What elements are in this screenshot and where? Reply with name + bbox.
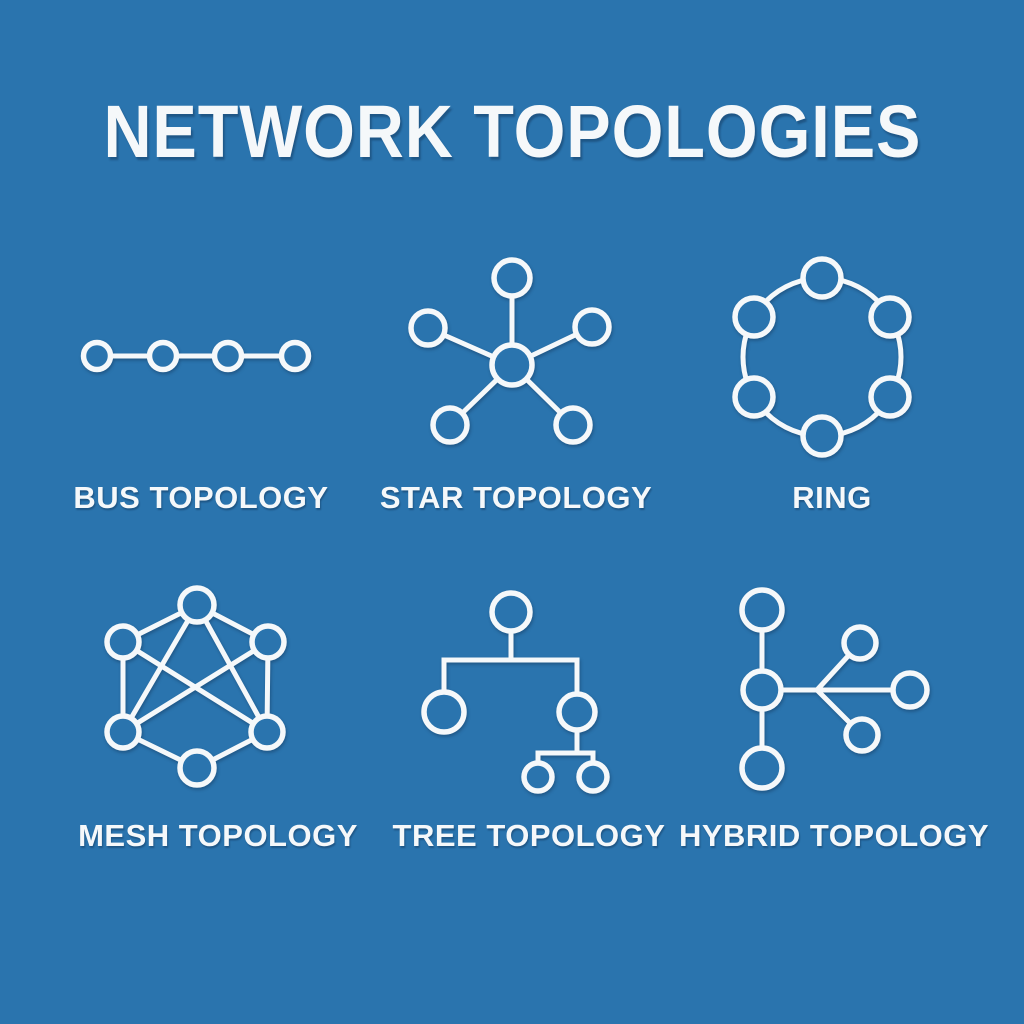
bus-topology-icon [74,328,320,384]
bus-topology-label: BUS TOPOLOGY [73,480,329,515]
ring-topology-icon [726,252,918,464]
tree-topology-label: TREE TOPOLOGY [392,818,666,853]
mesh-topology-label: MESH TOPOLOGY [78,818,358,853]
star-topology-label: STAR TOPOLOGY [379,480,653,515]
hybrid-topology-icon [726,584,942,796]
page-title: NETWORK TOPOLOGIES [103,90,921,173]
tree-topology-icon [418,586,616,798]
hybrid-topology-label: HYBRID TOPOLOGY [678,818,990,853]
mesh-topology-icon [99,581,295,795]
ring-topology-label: RING [792,480,872,515]
star-topology-icon [403,253,615,463]
